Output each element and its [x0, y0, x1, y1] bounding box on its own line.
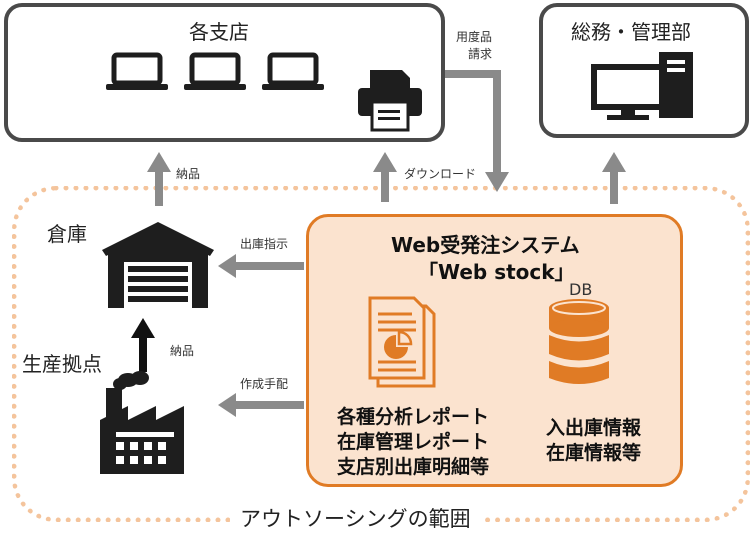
db-info-line-1: 入出庫情報	[546, 417, 642, 439]
branch-offices-title: 各支店	[189, 20, 249, 44]
database-icon	[549, 299, 609, 384]
system-name: 「Web stock」	[418, 260, 575, 284]
report-line-1: 各種分析レポート	[337, 406, 490, 428]
report-line-2: 在庫管理レポート	[337, 431, 490, 453]
general-affairs-management-title: 総務・管理部	[571, 20, 691, 44]
factory-delivery-arrow-shaft	[139, 336, 147, 372]
production-site-title: 生産拠点	[22, 352, 102, 376]
supplies-request-arrow-h	[445, 70, 501, 78]
download-label: ダウンロード	[404, 167, 477, 181]
delivery-label-factory: 納品	[170, 344, 195, 358]
report-document-icon	[368, 296, 436, 388]
delivery-arrow-head	[147, 152, 171, 172]
download-arrow-head	[373, 152, 397, 172]
laptop-icon	[262, 52, 324, 90]
laptop-icon	[106, 52, 168, 90]
delivery-arrow-shaft	[155, 170, 163, 206]
download-arrow-shaft	[381, 170, 389, 202]
shipping-instruction-arrow-shaft	[234, 262, 304, 270]
delivery-label-top: 納品	[176, 167, 201, 181]
desktop-computer-icon	[591, 52, 693, 120]
report-line-3: 支店別出庫明細等	[337, 456, 490, 478]
system-title: Web受発注システム	[391, 233, 580, 257]
supplies-request-arrow-head	[485, 172, 509, 192]
supplies-request-label-line1: 用度品	[456, 30, 493, 44]
outsourcing-scope-label: アウトソーシングの範囲	[230, 503, 481, 533]
hq-report-arrow-shaft	[610, 170, 618, 204]
production-arrangement-arrow-shaft	[234, 401, 304, 409]
supplies-request-arrow-v	[493, 70, 501, 174]
supplies-request-label-line2: 請求	[468, 47, 493, 61]
printer-icon	[358, 70, 422, 132]
factory-icon	[100, 371, 184, 474]
shipping-instruction-arrow-head	[218, 254, 236, 278]
factory-delivery-arrow-head	[131, 318, 155, 338]
production-arrangement-arrow-head	[218, 393, 236, 417]
hq-report-arrow-head	[602, 152, 626, 172]
db-label: DB	[569, 280, 593, 299]
warehouse-icon	[102, 222, 214, 308]
laptop-icon	[184, 52, 246, 90]
production-arrangement-label: 作成手配	[240, 377, 289, 391]
db-info-line-2: 在庫情報等	[546, 442, 642, 464]
shipping-instruction-label: 出庫指示	[240, 237, 289, 251]
warehouse-title: 倉庫	[47, 222, 87, 246]
